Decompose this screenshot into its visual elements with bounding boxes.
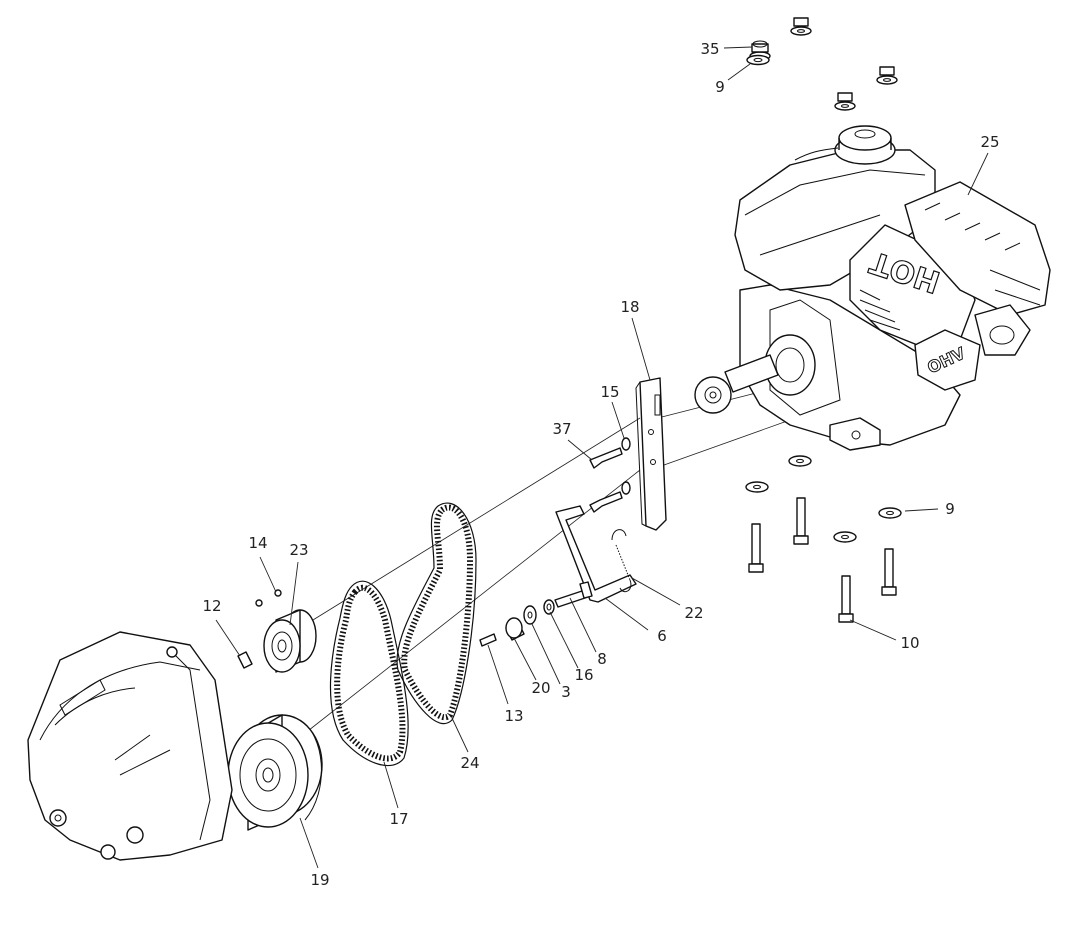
washer-3 — [523, 605, 537, 625]
idler-pulley-20 — [505, 617, 525, 641]
callout-14: 14 — [248, 534, 267, 552]
callout-16: 16 — [574, 666, 593, 684]
callout-3: 3 — [561, 683, 571, 701]
lock-nut-16 — [543, 599, 555, 615]
callout-13: 13 — [504, 707, 523, 725]
callout-12: 12 — [202, 597, 221, 615]
callout-17: 17 — [389, 810, 408, 828]
hex-nut-top-3 — [834, 92, 856, 111]
square-key-12 — [237, 651, 253, 669]
extension-spring-22 — [611, 529, 632, 593]
driven-pulley-19 — [227, 714, 323, 831]
v-belt-17 — [329, 580, 409, 767]
leader-lines — [215, 46, 989, 869]
callout-22: 22 — [684, 604, 703, 622]
belt-guard-cover — [27, 631, 233, 861]
drive-pulley-23 — [263, 609, 317, 673]
callout-10: 10 — [900, 634, 919, 652]
tensioner-arm-6 — [555, 505, 637, 603]
set-screw-14 — [255, 589, 282, 607]
engine-25: HOT OHV — [694, 125, 1051, 451]
callout-24: 24 — [460, 754, 479, 772]
callout-37: 37 — [552, 420, 571, 438]
callout-25: 25 — [980, 133, 999, 151]
callout-15: 15 — [600, 383, 619, 401]
callout-18: 18 — [620, 298, 639, 316]
callout-6: 6 — [657, 627, 667, 645]
callout-labels: 35 9 25 18 15 37 9 14 23 12 22 6 10 8 16… — [202, 40, 999, 889]
callout-20: 20 — [531, 679, 550, 697]
shoulder-bolt-8 — [554, 581, 593, 608]
hex-nut-top-1 — [790, 17, 812, 36]
bolt-37 — [589, 447, 623, 513]
tensioner-bracket-18 — [635, 377, 667, 531]
callout-19: 19 — [310, 871, 329, 889]
washer-9-top — [746, 54, 770, 66]
lock-washer-15 — [621, 437, 631, 495]
callout-9-lower: 9 — [945, 500, 955, 518]
callout-23: 23 — [289, 541, 308, 559]
callout-35: 35 — [700, 40, 719, 58]
washer-9-set — [745, 455, 902, 543]
hex-nut-top-2 — [876, 66, 898, 85]
callout-9: 9 — [715, 78, 725, 96]
callout-8: 8 — [597, 650, 607, 668]
spacer-13 — [479, 633, 497, 647]
v-belt-24 — [396, 502, 477, 725]
hex-bolt-10-set — [748, 497, 897, 623]
